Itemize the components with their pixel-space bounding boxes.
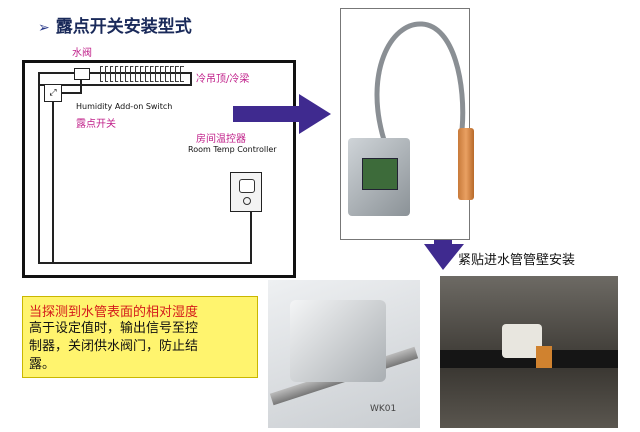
circuit-board-icon <box>362 158 398 190</box>
schematic-frame <box>22 60 296 278</box>
arrow-right-icon <box>233 94 331 134</box>
valve-wire <box>80 78 82 94</box>
insulated-pipe-icon <box>440 350 618 368</box>
switch-label-en: Humidity Add-on Switch <box>76 102 173 111</box>
title-text: 露点开关安装型式 <box>55 17 192 37</box>
humidity-switch-symbol: ⤢ <box>44 84 62 102</box>
note-line-2: 制器，关闭供水阀门，防止结 <box>29 339 199 354</box>
install-instruction-label: 紧贴进水管管壁安装 <box>458 253 576 268</box>
note-line-1: 高于设定值时，输出信号至控 <box>29 321 199 336</box>
switch-housing-icon <box>290 300 386 382</box>
water-valve-symbol <box>74 68 90 80</box>
return-pipe <box>38 84 192 86</box>
thermostat-display-icon <box>239 179 255 193</box>
copper-clamp-icon <box>536 346 552 368</box>
room-thermostat-symbol <box>230 172 262 212</box>
switch-label-cn: 露点开关 <box>76 119 116 130</box>
page-title: ➢ 露点开关安装型式 <box>38 12 192 37</box>
switch-down-wire <box>52 100 54 262</box>
note-highlight: 当探测到水管表面的相对湿度 <box>29 305 199 320</box>
valve-label: 水阀 <box>72 48 92 59</box>
controller-label-cn: 房间温控器 <box>196 134 246 145</box>
switch-wire <box>60 92 80 94</box>
note-line-3: 露。 <box>29 357 56 372</box>
sensor-enclosure-icon <box>348 138 410 216</box>
thermostat-knob-icon <box>243 197 251 205</box>
copper-probe-icon <box>458 128 474 200</box>
photo-code: WK01 <box>370 404 397 414</box>
bottom-signal-line <box>38 262 252 264</box>
sensor-cable-icon <box>374 21 466 141</box>
coil-label: 冷吊顶/冷梁 <box>196 74 250 85</box>
right-coil-pipe <box>190 72 192 86</box>
installed-sensor-photo <box>440 276 618 428</box>
controller-signal-line <box>250 210 252 264</box>
left-riser-pipe <box>38 72 40 262</box>
installed-switch-icon <box>502 324 542 358</box>
pipe-mount-photo: WK01 <box>268 280 420 428</box>
chevron-bullet-icon: ➢ <box>38 20 50 36</box>
chilled-ceiling-coil <box>100 66 184 82</box>
description-note: 当探测到水管表面的相对湿度 高于设定值时，输出信号至控 制器，关闭供水阀门，防止… <box>22 296 258 378</box>
controller-label-en: Room Temp Controller <box>188 145 277 154</box>
